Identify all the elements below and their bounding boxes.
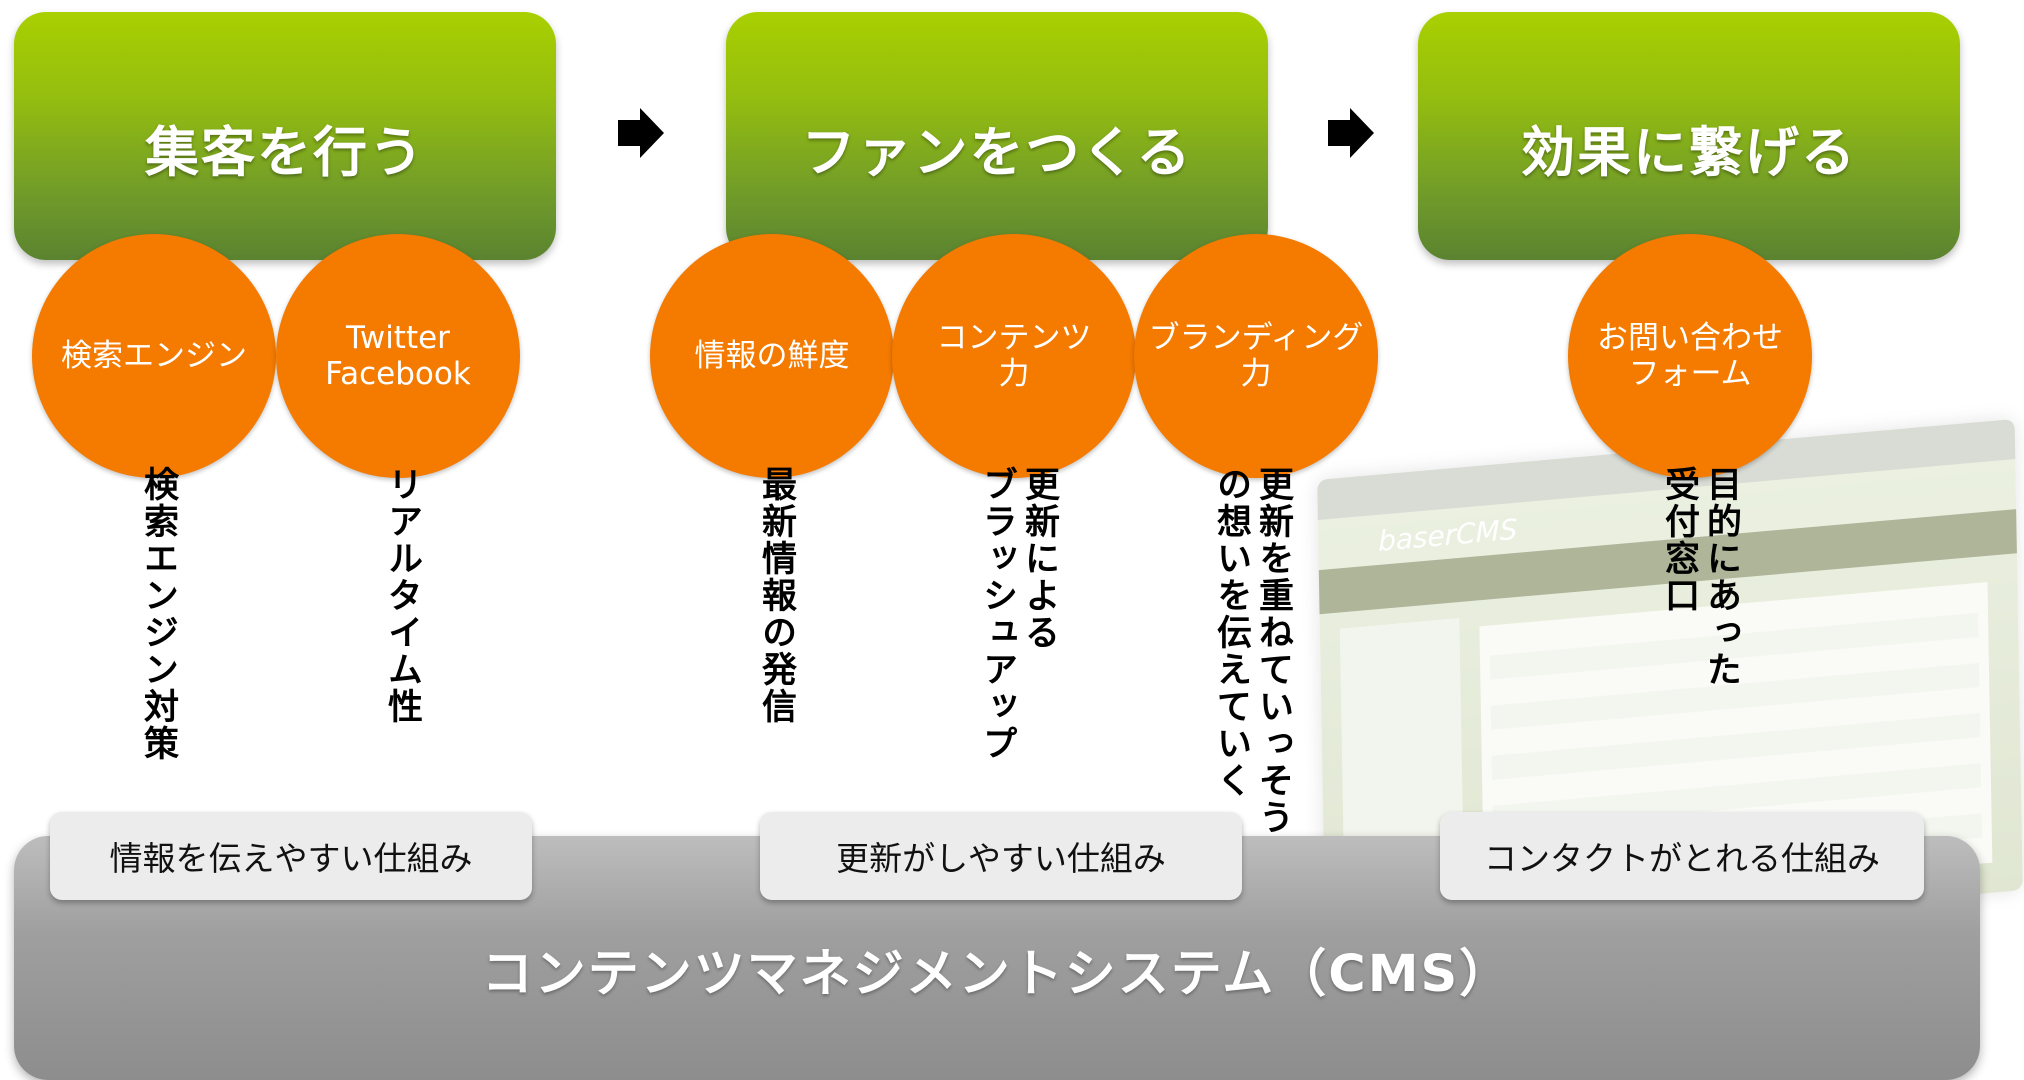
stage-title-fans: ファンをつくる bbox=[801, 121, 1193, 184]
circle-inquiry-form: お問い合わせ フォーム bbox=[1568, 234, 1812, 478]
stage-box-results: 効果に繋げる bbox=[1418, 12, 1960, 260]
mechanism-easy-update: 更新がしやすい仕組み bbox=[760, 812, 1242, 900]
stage-title-attract: 集客を行う bbox=[145, 121, 425, 184]
mechanism-easy-communication: 情報を伝えやすい仕組み bbox=[50, 812, 532, 900]
stage-box-fans: ファンをつくる bbox=[726, 12, 1268, 260]
circle-twitter-facebook: Twitter Facebook bbox=[276, 234, 520, 478]
desc-seo: 検索エンジン対策 bbox=[138, 466, 178, 762]
circle-content-power: コンテンツ 力 bbox=[892, 234, 1136, 478]
cms-logo: baserCMS bbox=[1377, 512, 1518, 558]
arrow-right-icon bbox=[1328, 108, 1374, 158]
desc-purpose-col1: 目的にあった bbox=[1701, 466, 1741, 688]
desc-realtime: リアルタイム性 bbox=[382, 466, 422, 725]
desc-branding-col1: 更新を重ねていっそう bbox=[1253, 466, 1293, 836]
circle-branding-power: ブランディング 力 bbox=[1134, 234, 1378, 478]
desc-branding-col2: の想いを伝えていく bbox=[1211, 466, 1251, 799]
circle-freshness: 情報の鮮度 bbox=[650, 234, 894, 478]
stage-box-attract: 集客を行う bbox=[14, 12, 556, 260]
arrow-right-icon bbox=[618, 108, 664, 158]
mechanism-contact: コンタクトがとれる仕組み bbox=[1440, 812, 1924, 900]
desc-purpose-col2: 受付窓口 bbox=[1659, 466, 1699, 614]
desc-latest-info: 最新情報の発信 bbox=[756, 466, 796, 725]
desc-update-col2: ブラッシュアップ bbox=[977, 466, 1017, 762]
circle-search-engine: 検索エンジン bbox=[32, 234, 276, 478]
desc-update-col1: 更新による bbox=[1019, 466, 1059, 651]
cms-title: コンテンツマネジメントシステム（CMS） bbox=[481, 945, 1513, 1004]
stage-title-results: 効果に繋げる bbox=[1521, 121, 1857, 184]
